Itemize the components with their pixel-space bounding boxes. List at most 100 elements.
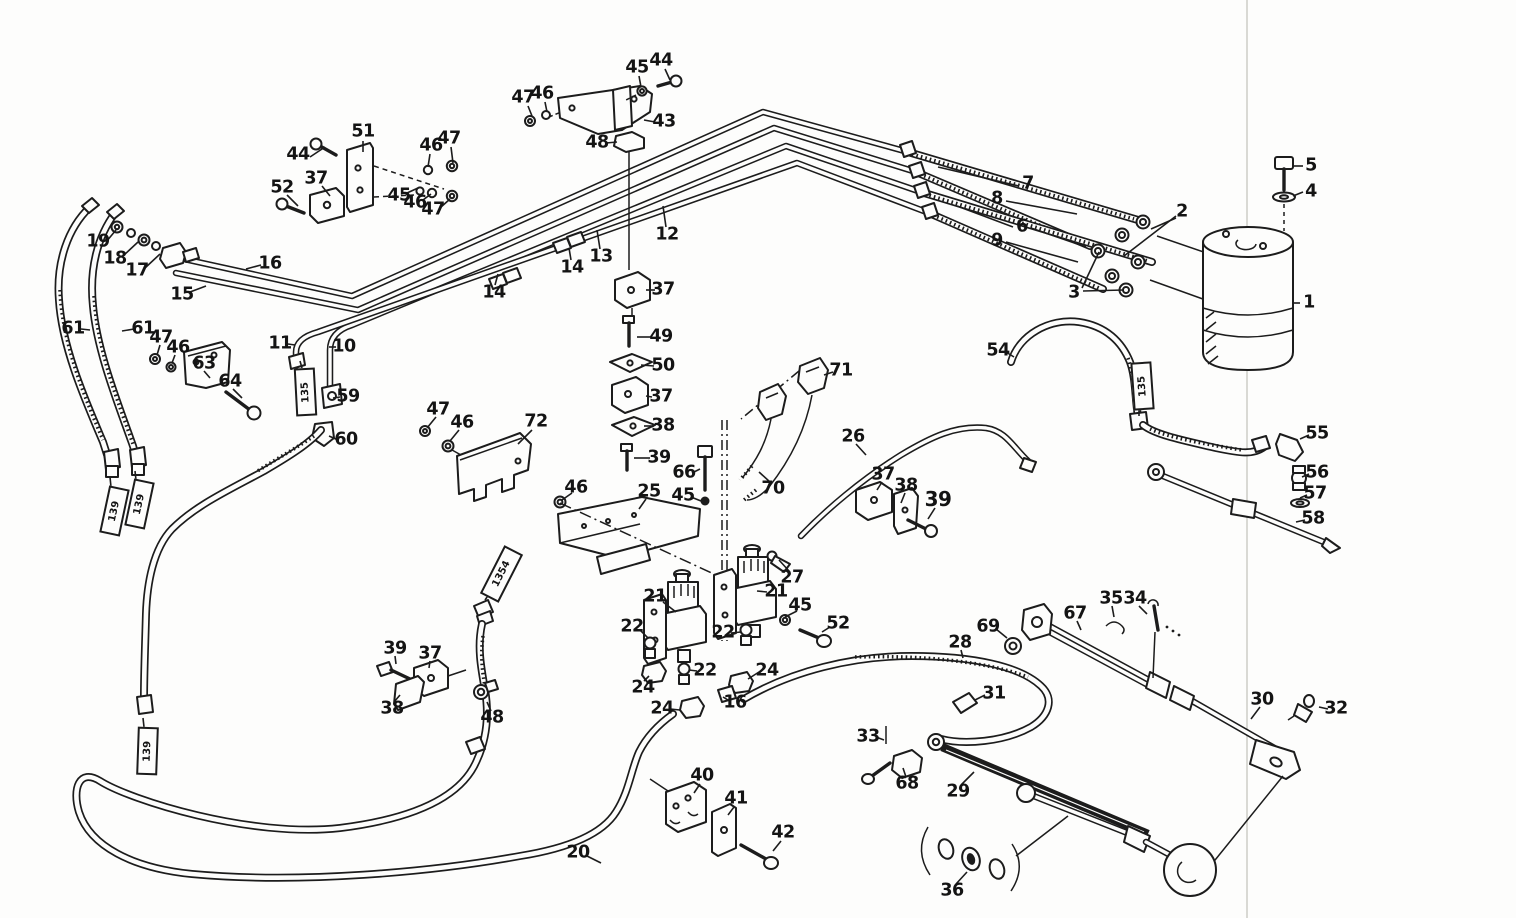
callout-59: 59 <box>336 386 360 407</box>
callout-37: 37 <box>304 168 328 189</box>
callout-58: 58 <box>1301 508 1325 529</box>
callout-46: 46 <box>403 192 427 213</box>
callout-47: 47 <box>149 327 173 348</box>
callout-46: 46 <box>419 135 443 156</box>
cylinder-67-group <box>1004 599 1181 699</box>
callout-37: 37 <box>649 386 673 407</box>
callout-48: 48 <box>585 132 609 153</box>
callout-33: 33 <box>856 726 880 747</box>
fittings-2-3 <box>1090 214 1225 304</box>
clamp-37-38-39-right <box>855 481 938 538</box>
callout-38: 38 <box>380 698 404 719</box>
callout-50: 50 <box>651 355 675 376</box>
callout-44: 44 <box>649 50 673 71</box>
hose-28-group <box>740 652 1053 746</box>
callout-42: 42 <box>771 822 795 843</box>
callout-7: 7 <box>1022 173 1034 194</box>
callout-47: 47 <box>511 87 535 108</box>
callout-45: 45 <box>788 595 812 616</box>
callout-51: 51 <box>351 121 375 142</box>
callout-39: 39 <box>924 487 952 511</box>
hose-54-group <box>1007 317 1341 554</box>
callout-47: 47 <box>437 128 461 149</box>
callout-26: 26 <box>841 426 865 447</box>
callout-45: 45 <box>387 185 411 206</box>
callout-45: 45 <box>671 485 695 506</box>
cylinder-1 <box>1202 156 1296 371</box>
callout-22: 22 <box>711 622 735 643</box>
tube-bundle <box>172 108 1156 396</box>
callout-61: 61 <box>61 318 85 339</box>
callout-27: 27 <box>780 567 804 588</box>
callout-67: 67 <box>1063 603 1087 624</box>
callout-32: 32 <box>1324 698 1348 719</box>
callout-14: 14 <box>560 257 584 278</box>
callout-38: 38 <box>894 475 918 496</box>
tube-26 <box>797 424 1037 540</box>
callout-24: 24 <box>631 677 655 698</box>
callout-56: 56 <box>1305 462 1329 483</box>
callout-1: 1 <box>1303 292 1315 313</box>
lower-cylinder-group <box>861 726 1217 897</box>
callout-30: 30 <box>1250 689 1274 710</box>
callout-46: 46 <box>166 337 190 358</box>
hose-tag-135: 135 <box>293 367 317 417</box>
callout-5: 5 <box>1305 155 1317 176</box>
callout-15: 15 <box>170 284 194 305</box>
tubes-10-11-group <box>288 352 343 447</box>
callout-66: 66 <box>672 462 696 483</box>
callout-13: 13 <box>589 246 613 267</box>
callout-4: 4 <box>1305 181 1317 202</box>
callout-39: 39 <box>647 447 671 468</box>
callout-63: 63 <box>192 353 216 374</box>
callout-36: 36 <box>940 880 964 901</box>
callout-34: 34 <box>1123 588 1147 609</box>
callout-22: 22 <box>693 660 717 681</box>
callout-68: 68 <box>895 773 919 794</box>
callout-16: 16 <box>258 253 282 274</box>
callout-18: 18 <box>103 248 127 269</box>
callout-25: 25 <box>637 481 661 502</box>
callout-60: 60 <box>334 429 358 450</box>
callout-48: 48 <box>480 707 504 728</box>
callout-70: 70 <box>761 478 785 499</box>
bracket-63-group <box>149 341 262 421</box>
callout-72: 72 <box>524 411 548 432</box>
callout-2: 2 <box>1176 201 1188 222</box>
callout-35: 35 <box>1099 588 1123 609</box>
callout-44: 44 <box>286 144 310 165</box>
callout-71: 71 <box>829 360 853 381</box>
callout-54: 54 <box>986 340 1010 361</box>
callout-52: 52 <box>270 177 294 198</box>
block-40-41-42 <box>649 778 779 870</box>
clamp-37-38-39-bottom-left <box>376 659 467 711</box>
callout-47: 47 <box>421 199 445 220</box>
callout-3: 3 <box>1068 282 1080 303</box>
callout-46: 46 <box>450 412 474 433</box>
callout-61: 61 <box>131 318 155 339</box>
clamp-stack <box>609 271 656 472</box>
left-fitting-cluster <box>110 220 200 269</box>
callout-14: 14 <box>482 282 506 303</box>
callout-28: 28 <box>948 632 972 653</box>
callout-29: 29 <box>946 781 970 802</box>
callout-10: 10 <box>332 336 356 357</box>
callout-46: 46 <box>564 477 588 498</box>
callout-16: 16 <box>723 692 747 713</box>
hose-1354-tube-20 <box>72 599 677 882</box>
callout-52: 52 <box>826 613 850 634</box>
hose-tag-139: 139 <box>135 726 159 776</box>
callout-46: 46 <box>530 83 554 104</box>
bracket-72-group <box>419 425 532 502</box>
callout-47: 47 <box>426 399 450 420</box>
callout-37: 37 <box>871 464 895 485</box>
callout-6: 6 <box>1016 216 1028 237</box>
callout-11: 11 <box>268 333 292 354</box>
callout-37: 37 <box>418 643 442 664</box>
callout-37: 37 <box>651 279 675 300</box>
callout-8: 8 <box>991 188 1003 209</box>
callout-12: 12 <box>655 224 679 245</box>
callout-17: 17 <box>125 260 149 281</box>
callout-39: 39 <box>383 638 407 659</box>
